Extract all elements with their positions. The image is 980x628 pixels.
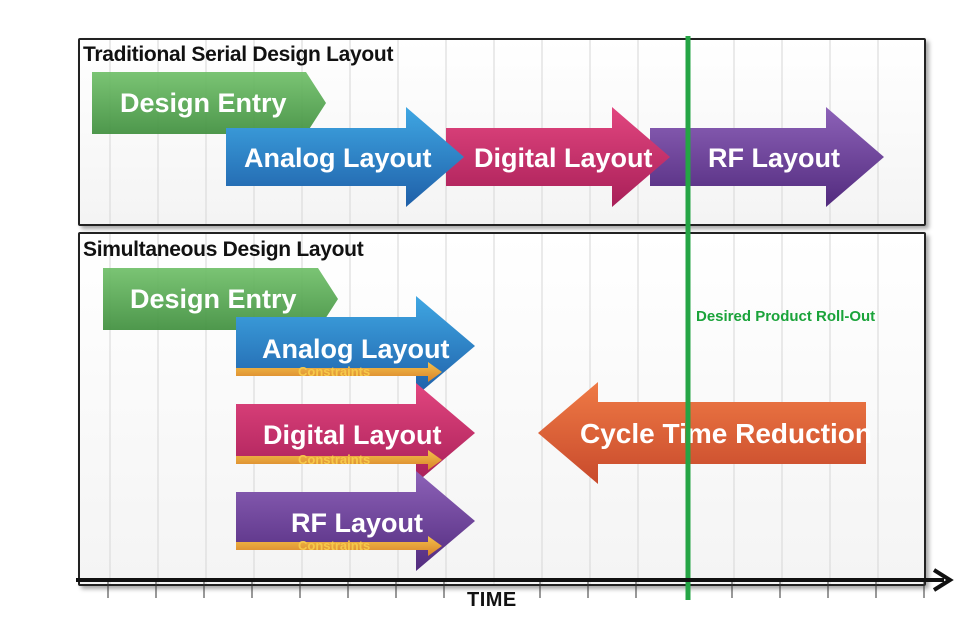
analog-constraints-arrow: Constraints [236,362,442,382]
time-axis-label: TIME [467,589,517,611]
rf-constraints-label: Constraints [298,538,370,553]
serial-analog-arrow: Analog Layout [226,107,464,207]
cycle-time-reduction-label: Cycle Time Reduction [580,418,872,449]
rf-constraints-arrow: Constraints [236,536,442,556]
simultaneous-rf-arrow: RF Layout Constraints [236,471,475,571]
product-rollout-label: Desired Product Roll-Out [696,308,876,325]
simultaneous-design-entry-arrow: Design Entry [103,268,338,330]
serial-rf-arrow: RF Layout [650,107,884,207]
cycle-time-reduction-arrow: Cycle Time Reduction [538,382,872,484]
simultaneous-analog-label: Analog Layout [262,334,450,364]
simultaneous-panel-title: Simultaneous Design Layout [83,238,364,261]
serial-panel-title: Traditional Serial Design Layout [83,43,394,66]
time-axis [76,568,954,598]
digital-constraints-arrow: Constraints [236,450,442,470]
serial-digital-label: Digital Layout [474,143,653,173]
serial-design-entry-label: Design Entry [120,88,287,118]
simultaneous-rf-label: RF Layout [291,508,423,538]
simultaneous-analog-arrow: Analog Layout Constraints [236,296,475,396]
serial-digital-arrow: Digital Layout [446,107,670,207]
serial-analog-label: Analog Layout [244,143,432,173]
analog-constraints-label: Constraints [298,364,370,379]
simultaneous-digital-label: Digital Layout [263,420,442,450]
simultaneous-digital-arrow: Digital Layout Constraints [236,383,475,483]
simultaneous-design-entry-label: Design Entry [130,284,297,314]
digital-constraints-label: Constraints [298,452,370,467]
serial-rf-label: RF Layout [708,143,840,173]
serial-design-entry-arrow: Design Entry [92,72,326,134]
